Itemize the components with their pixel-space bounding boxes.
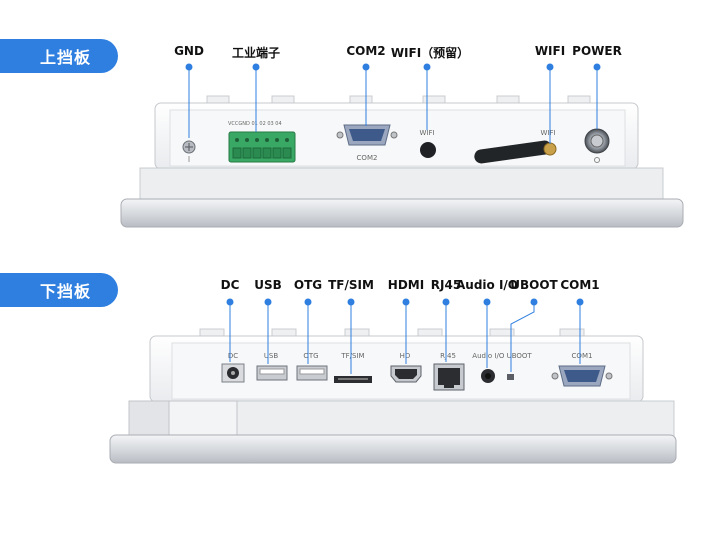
bottom-callout-leaders — [226, 298, 584, 374]
rj45-panel-label: RJ45 — [440, 352, 456, 360]
top-panel-badge: 上挡板 — [0, 39, 118, 73]
audio-jack — [481, 369, 495, 383]
callout-rj45: RJ45 — [430, 278, 462, 292]
callout-wifi: WIFI — [534, 44, 566, 58]
com2-port — [336, 124, 398, 146]
com1-port — [551, 365, 613, 387]
wifi-reserved-panel-label: WIFI — [419, 129, 434, 137]
callout-gnd: GND — [174, 44, 204, 58]
top-device: VCCGND 01 02 03 04 COM2 — [120, 95, 684, 228]
hd-panel-label: HD — [400, 352, 411, 360]
callout-wifi-reserved: WIFI（预留） — [390, 46, 470, 60]
bottom-device: DC USB OTG TF/SIM HD RJ45 Audio I/O UBOO… — [109, 328, 677, 464]
bottom-panel-badge: 下挡板 — [0, 273, 118, 307]
callout-hdmi: HDMI — [387, 278, 425, 292]
top-callout-leaders — [185, 63, 601, 144]
callout-power: POWER — [572, 44, 622, 58]
callout-com2: COM2 — [346, 44, 386, 58]
wifi-reserved-hole — [420, 142, 436, 158]
com1-panel-label: COM1 — [572, 352, 593, 360]
uboot-button — [507, 374, 514, 380]
callout-com1: COM1 — [560, 278, 600, 292]
terminal-panel-label: VCCGND 01 02 03 04 — [228, 121, 282, 127]
gnd-screw — [182, 140, 196, 162]
rj45-port — [433, 363, 465, 391]
callout-dc: DC — [220, 278, 240, 292]
usb-port — [256, 365, 288, 381]
power-button — [584, 128, 610, 163]
dc-panel-label: DC — [228, 352, 238, 360]
hdmi-port — [390, 365, 422, 383]
dc-jack — [221, 363, 245, 383]
callout-audio: Audio I/O — [455, 278, 519, 292]
callout-tfsim: TF/SIM — [328, 278, 374, 292]
tfsim-panel-label: TF/SIM — [340, 352, 364, 360]
usb-panel-label: USB — [264, 352, 279, 360]
tfsim-slot — [334, 376, 372, 383]
otg-port — [296, 365, 328, 381]
callout-uboot: UBOOT — [510, 278, 558, 292]
industrial-terminal — [228, 131, 296, 163]
audio-uboot-panel-label: Audio I/O UBOOT — [472, 352, 532, 360]
wifi-panel-label: WIFI — [540, 129, 555, 137]
callout-otg: OTG — [293, 278, 323, 292]
callout-terminal: 工业端子 — [231, 46, 281, 60]
otg-panel-label: OTG — [303, 352, 318, 360]
callout-usb: USB — [254, 278, 282, 292]
com2-panel-label: COM2 — [357, 154, 378, 162]
